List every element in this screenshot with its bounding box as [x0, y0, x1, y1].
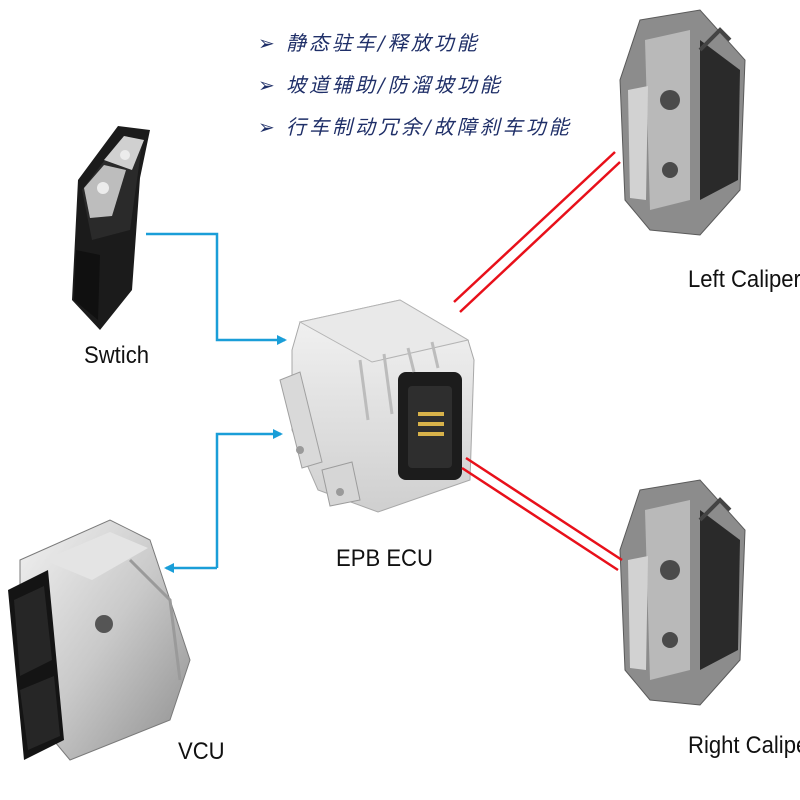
- ecu-to-left-caliper-lines: [453, 151, 621, 313]
- feature-item: ➢ 坡道辅助/防溜坡功能: [258, 68, 572, 110]
- feature-list: ➢ 静态驻车/释放功能 ➢ 坡道辅助/防溜坡功能 ➢ 行车制动冗余/故障刹车功能: [258, 26, 572, 152]
- feature-text: 行车制动冗余/故障刹车功能: [286, 115, 572, 139]
- feature-text: 静态驻车/释放功能: [286, 31, 480, 55]
- switch-to-ecu-connector: [146, 232, 287, 345]
- left-caliper-label: Left Caliper: [688, 266, 800, 293]
- epb-ecu-image: [279, 299, 475, 513]
- switch-label: Swtich: [84, 342, 150, 369]
- right-caliper-label: Right Caliper: [688, 732, 800, 759]
- arrow-bullet-icon: ➢: [258, 73, 278, 97]
- vcu-label: VCU: [178, 738, 225, 765]
- epb-ecu-label: EPB ECU: [336, 545, 433, 572]
- feature-text: 坡道辅助/防溜坡功能: [286, 73, 503, 97]
- right-caliper-image: [619, 479, 746, 706]
- arrow-bullet-icon: ➢: [258, 115, 278, 139]
- left-caliper-image: [619, 9, 746, 236]
- ecu-to-right-caliper-lines: [461, 456, 623, 572]
- feature-item: ➢ 行车制动冗余/故障刹车功能: [258, 110, 572, 152]
- feature-item: ➢ 静态驻车/释放功能: [258, 26, 572, 68]
- vcu-image: [8, 519, 191, 761]
- switch-image: [72, 126, 150, 330]
- arrow-bullet-icon: ➢: [258, 31, 278, 55]
- ecu-vcu-connector: [215, 429, 283, 568]
